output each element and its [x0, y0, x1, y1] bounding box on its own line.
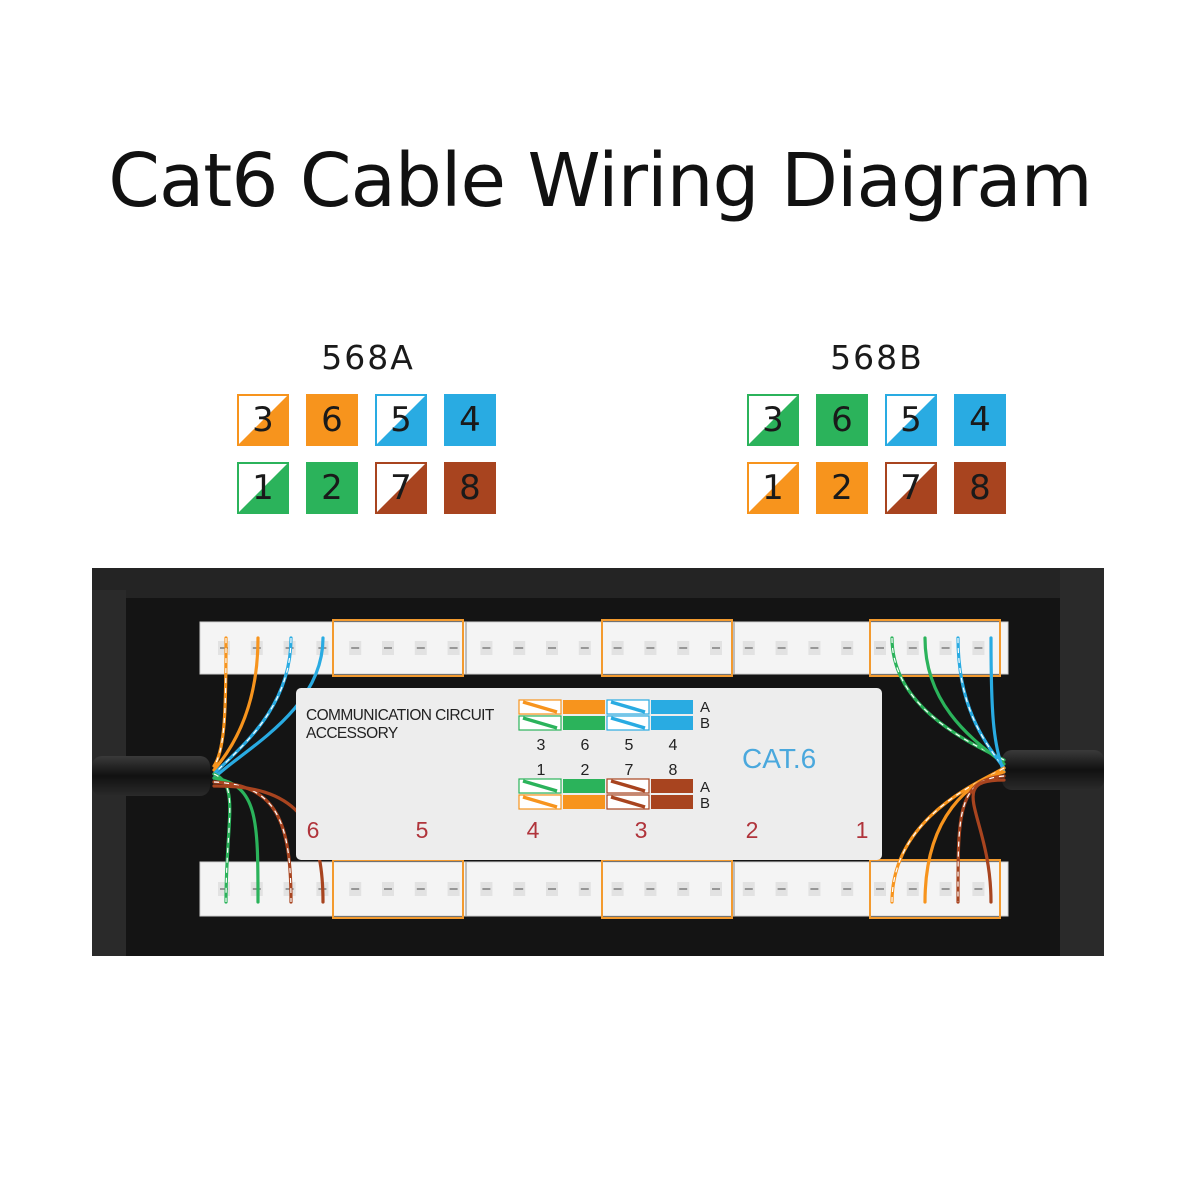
cable-right — [1002, 750, 1104, 790]
legend-row-label-b: B — [700, 715, 710, 732]
port-group-outline — [332, 619, 464, 677]
legend-cell-stripe — [522, 795, 558, 809]
port-number-6: 6 — [307, 817, 320, 843]
port-group-outline — [601, 619, 733, 677]
strip-body — [199, 621, 1009, 675]
wire-stripe — [213, 773, 231, 903]
wire-solid — [212, 636, 325, 780]
swatch-number: 5 — [900, 400, 922, 440]
wire-stripe — [213, 637, 292, 775]
wire-stripe — [957, 637, 1005, 769]
legend-pin-number: 8 — [669, 762, 678, 779]
legend-pin-number: 5 — [625, 737, 634, 754]
swatch-568a-pin-5: 5 — [375, 394, 427, 446]
legend-cell-solid — [651, 795, 693, 809]
panel-top-rail — [92, 568, 1104, 598]
port-number-2: 2 — [746, 817, 759, 843]
swatch-number: 8 — [969, 468, 991, 508]
swatch-568b-pin-7: 7 — [885, 462, 937, 514]
legend-cell-stripe — [610, 779, 646, 793]
port-number-1: 1 — [856, 817, 869, 843]
swatch-number: 2 — [321, 468, 343, 508]
legend-pin-number: 4 — [669, 737, 678, 754]
panel-label-line1: COMMUNICATION CIRCUIT — [306, 707, 495, 724]
legend-cell-solid — [651, 779, 693, 793]
swatch-number: 1 — [762, 468, 784, 508]
swatch-568a-pin-1: 1 — [237, 462, 289, 514]
legend-pin-number: 1 — [537, 762, 546, 779]
wire-solid — [923, 770, 1006, 904]
legend-cell-stripe — [522, 716, 558, 730]
swatch-568b-pin-5: 5 — [885, 394, 937, 446]
swatch-568a-pin-4: 4 — [444, 394, 496, 446]
legend-pin-number: 6 — [581, 737, 590, 754]
legend-cell-solid — [651, 700, 693, 714]
swatch-568b-pin-1: 1 — [747, 462, 799, 514]
swatch-number: 3 — [252, 400, 274, 440]
swatch-number: 2 — [831, 468, 853, 508]
swatch-number: 3 — [762, 400, 784, 440]
wire-stripe — [957, 775, 1005, 903]
legend-pin-number: 2 — [581, 762, 590, 779]
legend-cell-solid — [563, 700, 605, 714]
swatch-568a-pin-6: 6 — [306, 394, 358, 446]
legend-cell-solid — [563, 779, 605, 793]
cat6-label: CAT.6 — [742, 743, 816, 774]
cable-left — [92, 756, 210, 796]
wire-solid — [212, 636, 260, 772]
swatch-568b-pin-6: 6 — [816, 394, 868, 446]
wire-stripe — [213, 637, 227, 767]
legend-cell-solid — [651, 716, 693, 730]
legend-cell-stripe — [522, 700, 558, 714]
legend-row-label-a: A — [700, 699, 710, 716]
legend-pin-number: 7 — [625, 762, 634, 779]
swatch-number: 4 — [459, 400, 481, 440]
swatch-568a-pin-8: 8 — [444, 462, 496, 514]
wire-solid — [989, 636, 1006, 774]
port-numbers: 6 5 4 3 2 1 — [307, 817, 869, 843]
standard-568b-title: 568B — [830, 338, 924, 377]
swatch-568b-pin-4: 4 — [954, 394, 1006, 446]
legend-cell-stripe — [522, 779, 558, 793]
punch-down-strip-top — [199, 619, 1009, 677]
swatch-number: 7 — [390, 468, 412, 508]
swatch-568b-pin-8: 8 — [954, 462, 1006, 514]
strip-body — [199, 861, 1009, 917]
page-title: Cat6 Cable Wiring Diagram — [108, 138, 1092, 224]
swatch-number: 8 — [459, 468, 481, 508]
swatch-number: 5 — [390, 400, 412, 440]
legend-cell-solid — [563, 795, 605, 809]
legend-row-label-a: A — [700, 779, 710, 796]
port-number-5: 5 — [416, 817, 429, 843]
legend-cell-solid — [563, 716, 605, 730]
swatch-number: 7 — [900, 468, 922, 508]
legend-cell-stripe — [610, 716, 646, 730]
wire-solid — [971, 778, 1006, 904]
port-group-outline — [869, 619, 1001, 677]
swatch-568b-pin-3: 3 — [747, 394, 799, 446]
swatch-568a-pin-3: 3 — [237, 394, 289, 446]
swatch-number: 1 — [252, 468, 274, 508]
swatch-568b-pin-2: 2 — [816, 462, 868, 514]
legend-pin-number: 3 — [537, 737, 546, 754]
legend-row-label-b: B — [700, 795, 710, 812]
patch-panel-illustration: COMMUNICATION CIRCUIT ACCESSORY 3 6 5 4 1 2 7 8… — [92, 568, 1104, 956]
port-number-4: 4 — [527, 817, 540, 843]
swatch-number: 6 — [831, 400, 853, 440]
swatch-number: 6 — [321, 400, 343, 440]
port-group-outline — [869, 859, 1001, 919]
panel-label-plate — [296, 688, 882, 860]
swatch-568a-pin-7: 7 — [375, 462, 427, 514]
swatch-number: 4 — [969, 400, 991, 440]
legend-cell-stripe — [610, 700, 646, 714]
legend-cell-stripe — [610, 795, 646, 809]
port-number-3: 3 — [635, 817, 648, 843]
wire-stripe — [213, 781, 292, 903]
panel-label-line2: ACCESSORY — [306, 725, 398, 742]
standard-568a-title: 568A — [321, 338, 415, 377]
swatch-568a-pin-2: 2 — [306, 462, 358, 514]
